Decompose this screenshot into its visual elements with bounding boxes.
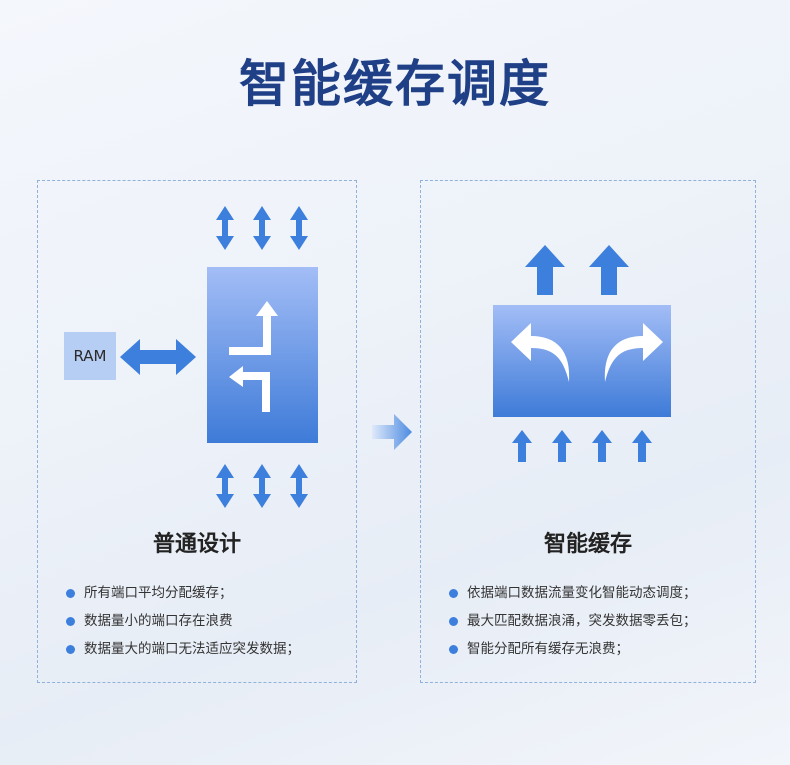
ram-bidirectional-arrow-icon xyxy=(120,339,196,375)
list-item: 最大匹配数据浪涌，突发数据零丢包； xyxy=(449,607,697,635)
list-item: 数据量大的端口无法适应突发数据； xyxy=(66,635,300,663)
list-item: 依据端口数据流量变化智能动态调度； xyxy=(449,579,697,607)
bidirectional-arrow-icon xyxy=(216,206,234,250)
smart-cache-diagram xyxy=(493,245,671,462)
curved-left-arrow-icon xyxy=(511,323,570,382)
panel-smart-cache: 智能缓存 依据端口数据流量变化智能动态调度； 最大匹配数据浪涌，突发数据零丢包；… xyxy=(420,180,756,683)
bidirectional-arrow-icon xyxy=(253,206,271,250)
page-title: 智能缓存调度 xyxy=(239,55,551,113)
cache-block xyxy=(493,305,671,417)
arrow-up-icon xyxy=(525,245,565,295)
normal-design-heading: 普通设计 xyxy=(152,532,241,557)
arrow-up-icon xyxy=(512,430,532,462)
list-item: 智能分配所有缓存无浪费； xyxy=(449,635,697,663)
bidirectional-arrow-icon xyxy=(216,464,234,508)
smart-cache-bullets: 依据端口数据流量变化智能动态调度； 最大匹配数据浪涌，突发数据零丢包； 智能分配… xyxy=(449,579,697,663)
bidirectional-arrow-icon xyxy=(290,206,308,250)
transition-arrow-icon xyxy=(372,414,412,450)
panel-normal-design: RAM 普通设计 所有端口平均分配缓存； 数据量小的端口存在浪费 数据量大的端口… xyxy=(37,180,357,683)
arrow-up-icon xyxy=(589,245,629,295)
arrow-up-icon xyxy=(632,430,652,462)
list-item: 数据量小的端口存在浪费 xyxy=(66,607,300,635)
list-item: 所有端口平均分配缓存； xyxy=(66,579,300,607)
ram-box: RAM xyxy=(64,332,116,380)
arrow-up-icon xyxy=(552,430,572,462)
smart-cache-heading: 智能缓存 xyxy=(543,532,632,557)
turn-left-arrow-icon xyxy=(229,366,270,412)
arrow-up-icon xyxy=(592,430,612,462)
curved-right-arrow-icon xyxy=(604,323,663,382)
normal-design-bullets: 所有端口平均分配缓存； 数据量小的端口存在浪费 数据量大的端口无法适应突发数据； xyxy=(66,579,300,663)
bidirectional-arrow-icon xyxy=(290,464,308,508)
turn-up-arrow-icon xyxy=(229,301,278,355)
bidirectional-arrow-icon xyxy=(253,464,271,508)
normal-design-diagram xyxy=(120,206,318,508)
